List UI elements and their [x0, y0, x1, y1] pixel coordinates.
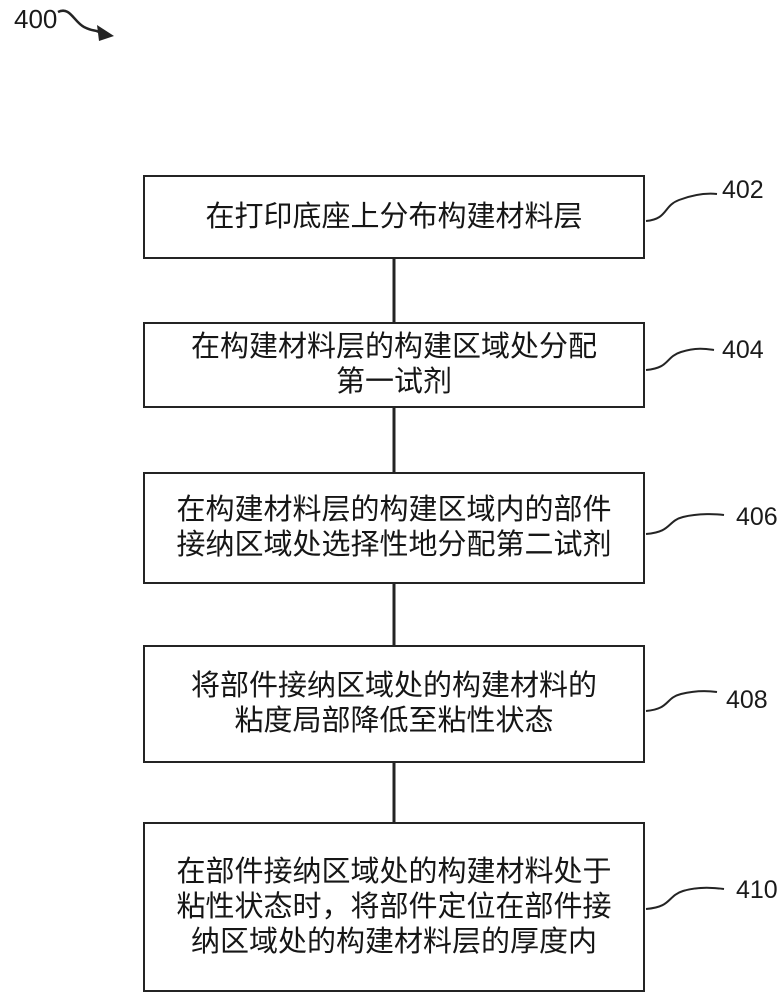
- ref-label-408: 408: [726, 686, 768, 714]
- ref-label-402: 402: [722, 176, 764, 204]
- flow-step-text-404: 在构建材料层的构建区域处分配 第一试剂: [190, 331, 597, 398]
- flow-step-text-406: 在构建材料层的构建区域内的部件 接纳区域处选择性地分配第二试剂: [176, 494, 612, 561]
- flow-step-box-402: 在打印底座上分布构建材料层: [143, 175, 645, 259]
- flow-step-box-408: 将部件接纳区域处的构建材料的 粘度局部降低至粘性状态: [143, 645, 645, 763]
- figure-reference-label: 400: [14, 4, 58, 34]
- leader-line-410: [645, 886, 725, 910]
- figure-reference-arrow-icon: [57, 9, 114, 41]
- ref-label-406: 406: [736, 503, 778, 531]
- ref-label-404: 404: [722, 336, 764, 364]
- flow-step-text-408: 将部件接纳区域处的构建材料的 粘度局部降低至粘性状态: [190, 670, 597, 737]
- leader-line-406: [645, 513, 725, 535]
- leader-line-404: [645, 347, 715, 371]
- flow-step-box-410: 在部件接纳区域处的构建材料处于 粘性状态时，将部件定位在部件接 纳区域处的构建材…: [143, 822, 645, 992]
- flow-step-box-404: 在构建材料层的构建区域处分配 第一试剂: [143, 322, 645, 408]
- ref-label-410: 410: [736, 876, 778, 904]
- flow-step-text-410: 在部件接纳区域处的构建材料处于 粘性状态时，将部件定位在部件接 纳区域处的构建材…: [176, 855, 612, 958]
- leader-line-402: [645, 192, 718, 222]
- flow-step-text-402: 在打印底座上分布构建材料层: [205, 200, 583, 233]
- leader-line-408: [645, 690, 718, 712]
- flow-step-box-406: 在构建材料层的构建区域内的部件 接纳区域处选择性地分配第二试剂: [143, 472, 645, 584]
